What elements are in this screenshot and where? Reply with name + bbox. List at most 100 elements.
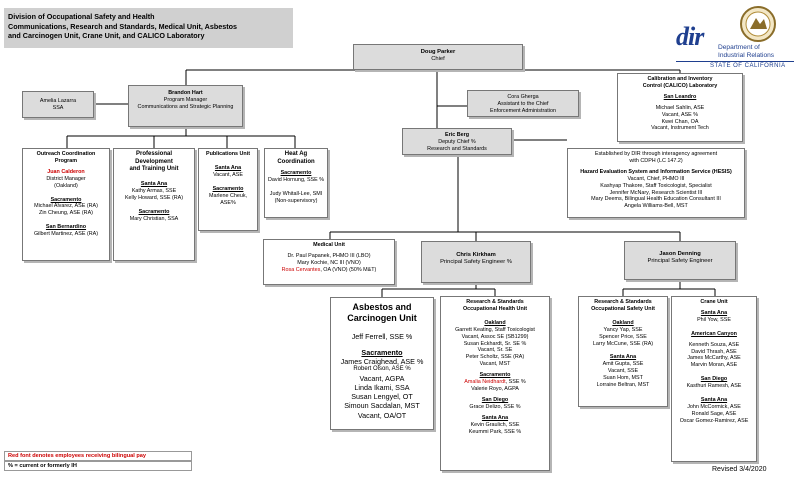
rs-health-staff: Peter Scholtz, SSE (RA) xyxy=(465,354,525,361)
hesis-staff: Kashyap Thakore, Staff Toxicologist, Spe… xyxy=(600,182,712,189)
logo-state: STATE OF CALIFORNIA xyxy=(710,63,786,69)
rs-safety-staff: Suan Hom, MST xyxy=(603,375,643,382)
asbestos-staff: James Craighead, ASE % xyxy=(340,356,424,366)
calico-title-2: Control (CALICO) Laboratory xyxy=(642,82,718,89)
asbestos-title-2: Carcinogen Unit xyxy=(347,313,417,324)
chris-name: Chris Kirkham xyxy=(456,252,496,258)
hesis-note-1: Established by DIR through interagency a… xyxy=(594,151,718,157)
asbestos-staff: Linda Ikami, SSA xyxy=(354,383,410,393)
dir-logo: dir Department of Industrial Relations S… xyxy=(672,4,796,72)
crane-staff: David Thrash, ASE xyxy=(691,348,737,355)
crane-title: Crane Unit xyxy=(700,299,728,305)
heatag-title-1: Heat Ag xyxy=(284,151,308,157)
hesis-staff: Angela Williams-Bell, MST xyxy=(624,203,688,210)
medical-staff: Dr. Paul Papanek, PHMO III (LBO) xyxy=(287,252,371,259)
rs-health-staff: Vacant, Sr. SE xyxy=(477,347,513,354)
publications-staff: ASE% xyxy=(220,199,236,206)
crane-staff: Kasthuri Ramesh, ASE xyxy=(686,383,742,390)
rs-health-red-name: Amalia Neidhardt xyxy=(464,379,506,386)
professional-location: Sacramento xyxy=(138,208,170,215)
cora-title-1: Assistant to the Chief xyxy=(497,100,549,107)
hesis-staff: Jennifer McNary, Research Scientist III xyxy=(609,189,703,196)
outreach-staff: Gilbert Martinez, ASE (RA) xyxy=(33,231,99,238)
california-seal-icon xyxy=(740,6,776,42)
professional-staff: Mary Christian, SSA xyxy=(129,215,179,222)
professional-staff: Kelly Howard, SSE (RA) xyxy=(124,194,184,201)
heatag-staff: David Hornung, SSE % xyxy=(267,177,325,184)
heatag-staff: (Non-supervisory) xyxy=(274,198,318,205)
rs-safety-staff: Amit Gupta, SSE xyxy=(602,361,644,368)
rs-health-location: Santa Ana xyxy=(481,414,509,421)
rs-health-title-2: Occupational Health Unit xyxy=(462,305,528,312)
calico-box: Calibration and Inventory Control (CALIC… xyxy=(617,73,743,142)
chris-box: Chris Kirkham Principal Safety Engineer … xyxy=(421,241,531,283)
hesis-staff: Vacant, Chief, PHMO III xyxy=(627,175,685,182)
calico-staff: Vacant, Instrument Tech xyxy=(651,125,709,132)
rs-health-staff: Vacant, MST xyxy=(479,361,511,368)
calico-staff: Michael Sahlin, ASE xyxy=(655,104,705,111)
asbestos-box: Asbestos and Carcinogen Unit Jeff Ferrel… xyxy=(330,297,434,430)
hesis-box: Established by DIR through interagency a… xyxy=(567,148,745,218)
hesis-note-2: with CDPH (LC 147.2) xyxy=(629,157,683,164)
calico-staff: Vacant, ASE % xyxy=(661,111,699,118)
outreach-staff: Michael Alvarez, ASE (RA) xyxy=(34,203,98,210)
hesis-title: Hazard Evaluation System and Information… xyxy=(580,168,732,175)
outreach-manager-title: District Manager xyxy=(46,175,86,182)
medical-title: Medical Unit xyxy=(313,242,345,248)
rs-safety-staff: Yancy Yap, SSE xyxy=(603,326,643,333)
calico-location: San Leandro xyxy=(663,93,697,100)
crane-location: Santa Ana xyxy=(700,309,728,316)
outreach-title-1: Outreach Coordination xyxy=(36,151,96,157)
asbestos-title-1: Asbestos and xyxy=(352,302,412,312)
eric-box: Eric Berg Deputy Chief % Research and St… xyxy=(402,128,512,155)
rs-safety-title-2: Occupational Safety Unit xyxy=(591,305,655,312)
medical-staff: Mary Kochie, NC III (VNO) xyxy=(297,259,361,266)
rs-health-location: Sacramento xyxy=(479,372,511,379)
chief-name: Doug Parker xyxy=(420,49,456,55)
cora-name: Cora Gherga xyxy=(507,94,539,100)
cora-box: Cora Gherga Assistant to the Chief Enfor… xyxy=(467,90,579,117)
title-line-3: and Carcinogen Unit, Crane Unit, and CAL… xyxy=(8,31,205,41)
cora-title-2: Enforcement Administration xyxy=(490,107,556,114)
asbestos-location: Sacramento xyxy=(361,347,403,357)
brandon-title-1: Program Manager xyxy=(163,96,208,103)
professional-staff: Kathy Armas, SSE xyxy=(131,187,177,194)
rs-safety-staff: Vacant, SSE xyxy=(607,368,639,375)
rs-health-staff: Valerie Royo, AGPA xyxy=(471,385,519,392)
crane-staff: John McCormick, ASE xyxy=(687,403,741,410)
heatag-title-2: Coordination xyxy=(277,158,315,165)
rs-safety-staff: Lorraine Beltran, MST xyxy=(596,382,650,389)
asbestos-lead: Jeff Ferrell, SSE % xyxy=(351,331,413,341)
rs-safety-box: Research & Standards Occupational Safety… xyxy=(578,296,668,407)
professional-box: Professional Development and Training Un… xyxy=(113,148,195,261)
rs-health-staff: Grace Delizo, SSE % xyxy=(469,403,521,410)
jason-box: Jason Denning Principal Safety Engineer xyxy=(624,241,736,280)
amelia-title: SSA xyxy=(52,104,64,111)
crane-staff: James McCarthy, ASE xyxy=(687,355,741,362)
chart-title: Division of Occupational Safety and Heal… xyxy=(4,8,293,48)
calico-staff: Kwei Chan, OA xyxy=(661,118,699,125)
outreach-location: Sacramento xyxy=(50,196,82,203)
professional-location: Santa Ana xyxy=(140,181,168,188)
rs-health-red-rest: , SSE % xyxy=(505,379,526,386)
rs-safety-staff: Spencer Price, SSE xyxy=(599,333,647,340)
rs-safety-title-1: Research & Standards xyxy=(594,299,652,305)
crane-staff: Ronald Sage, ASE xyxy=(691,410,737,417)
medical-box: Medical Unit Dr. Paul Papanek, PHMO III … xyxy=(263,239,395,285)
dir-mark: dir xyxy=(676,22,704,51)
crane-staff: Marvin Moran, ASE xyxy=(690,362,738,369)
logo-line-1: Department of xyxy=(718,44,760,51)
asbestos-staff: Vacant, AGPA xyxy=(359,373,405,383)
jason-title: Principal Safety Engineer xyxy=(647,258,713,265)
logo-divider xyxy=(676,61,794,62)
publications-location: Santa Ana xyxy=(214,164,242,171)
brandon-box: Brandon Hart Program Manager Communicati… xyxy=(128,85,243,127)
rs-health-location: Oakland xyxy=(484,319,506,326)
rs-health-staff: Garrett Keating, Staff Toxicologist xyxy=(455,326,535,333)
heatag-location: Sacramento xyxy=(280,170,312,177)
rs-safety-staff: Larry McCune, SSE (RA) xyxy=(592,340,654,347)
publications-box: Publications Unit Santa Ana Vacant, ASE … xyxy=(198,148,258,231)
revised-date: Revised 3/4/2020 xyxy=(712,466,767,473)
amelia-box: Amelia Lazarra SSA xyxy=(22,91,94,118)
